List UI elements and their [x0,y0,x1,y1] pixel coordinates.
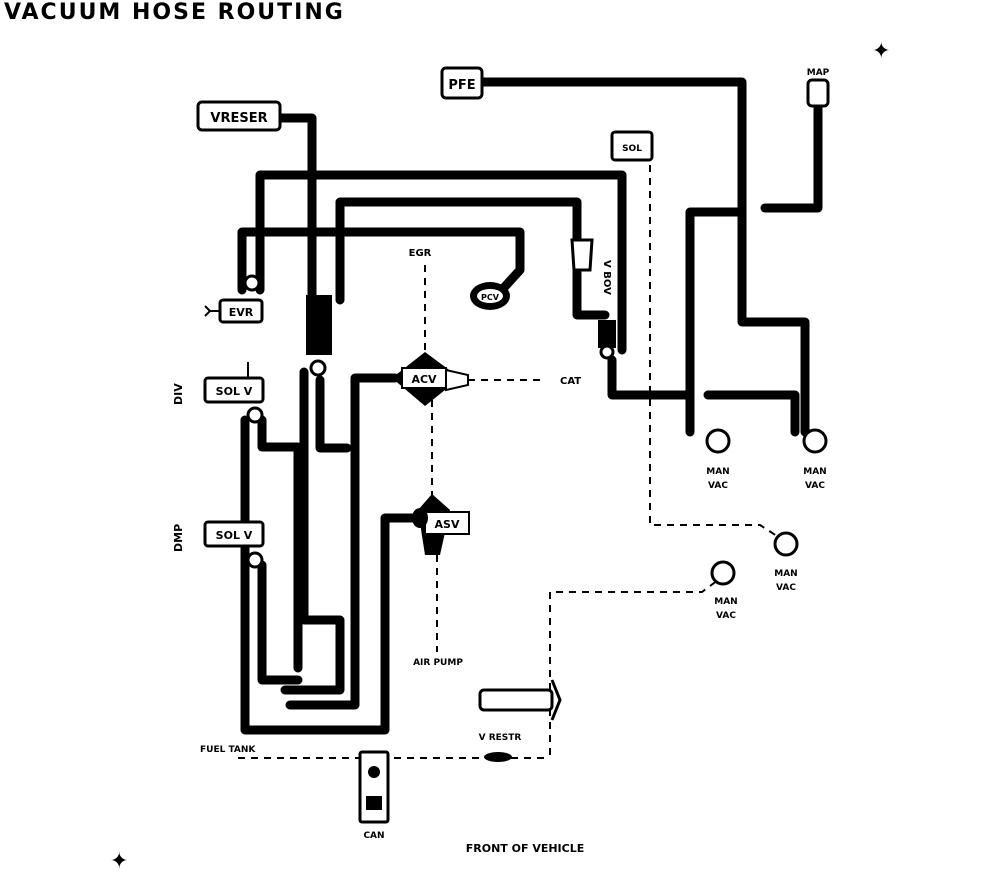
hose-asv [240,513,425,735]
registration-star-icon: ✦ [872,39,890,64]
man-vac-port-4: MAN VAC [710,560,738,621]
man-vac-port-3: MAN VAC [773,531,799,593]
pcv-label: PCV [481,293,500,302]
hose-pfe-top [465,77,810,437]
wresser-label: VRESER [210,111,267,126]
egr-label: EGR [409,248,432,259]
wresser-box: VRESER [196,100,282,132]
hose-wresser [275,113,317,305]
acv-valve: ACV [392,352,469,406]
hose-center-down-b [280,367,345,695]
sol-block-label: SOL [622,144,642,154]
pfe-box: PFE [440,66,484,100]
map-label: MAP [807,68,830,78]
man-vac-port-1: MAN VAC [705,428,731,491]
pcv-valve: PCV [470,282,510,310]
man-vac-4-bottom: VAC [716,611,736,621]
sol-v-upper-box: SOL V DIV [172,362,265,405]
man-vac-1-top: MAN [706,467,729,477]
sol-v-upper-label: SOL V [216,385,253,398]
acv-label: ACV [411,373,437,386]
canister: CAN [358,750,390,841]
asv-label: ASV [435,518,460,531]
asv-valve: ASV [412,494,470,555]
sol-v-lower-box: SOL V DMP [172,500,265,552]
hose-acv [285,373,400,710]
man-vac-port-2: MAN VAC [802,428,828,491]
pfe-label: PFE [448,78,475,93]
hose-map [760,91,823,213]
hose-man-vac-2 [703,390,800,437]
man-vac-3-bottom: VAC [776,583,796,593]
egr-label-group: EGR [409,248,432,259]
fuel-tank-label: FUEL TANK [200,745,256,755]
evr-box: EVR [204,298,264,324]
hose-sol-lower [257,560,303,685]
sol-block: SOL [610,130,654,162]
footer-label: FRONT OF VEHICLE [466,842,585,855]
center-fitting [243,274,332,569]
man-vac-3-top: MAN [774,569,797,579]
hose-pcv-right [607,207,747,400]
hose-sol-upper [257,415,303,673]
vbov-valve: V BOV [570,238,616,360]
sol-v-lower-label: SOL V [216,529,253,542]
dmp-side-label: DMP [172,524,185,552]
cat-label: CAT [560,376,581,387]
div-side-label: DIV [172,383,185,405]
map-sensor: MAP [806,68,830,108]
wire-v-restr [549,579,719,755]
vbov-label: V BOV [601,260,612,295]
v-restr-label: V RESTR [479,733,522,743]
evr-label: EVR [229,306,254,319]
man-vac-2-top: MAN [803,467,826,477]
man-vac-4-top: MAN [714,597,737,607]
diagram-title: VACUUM HOSE ROUTING [4,0,345,25]
registration-star-icon: ✦ [110,849,128,874]
air-pump-label: AIR PUMP [413,658,463,668]
man-vac-1-bottom: VAC [708,481,728,491]
man-vac-2-bottom: VAC [805,481,825,491]
v-restr-group: V RESTR [478,679,562,762]
hose-center-down [315,375,352,453]
can-label: CAN [363,831,384,841]
wire-sol-block [649,165,781,539]
air-pump-group: AIR PUMP [413,658,463,668]
hose-evr-loop [237,227,525,297]
